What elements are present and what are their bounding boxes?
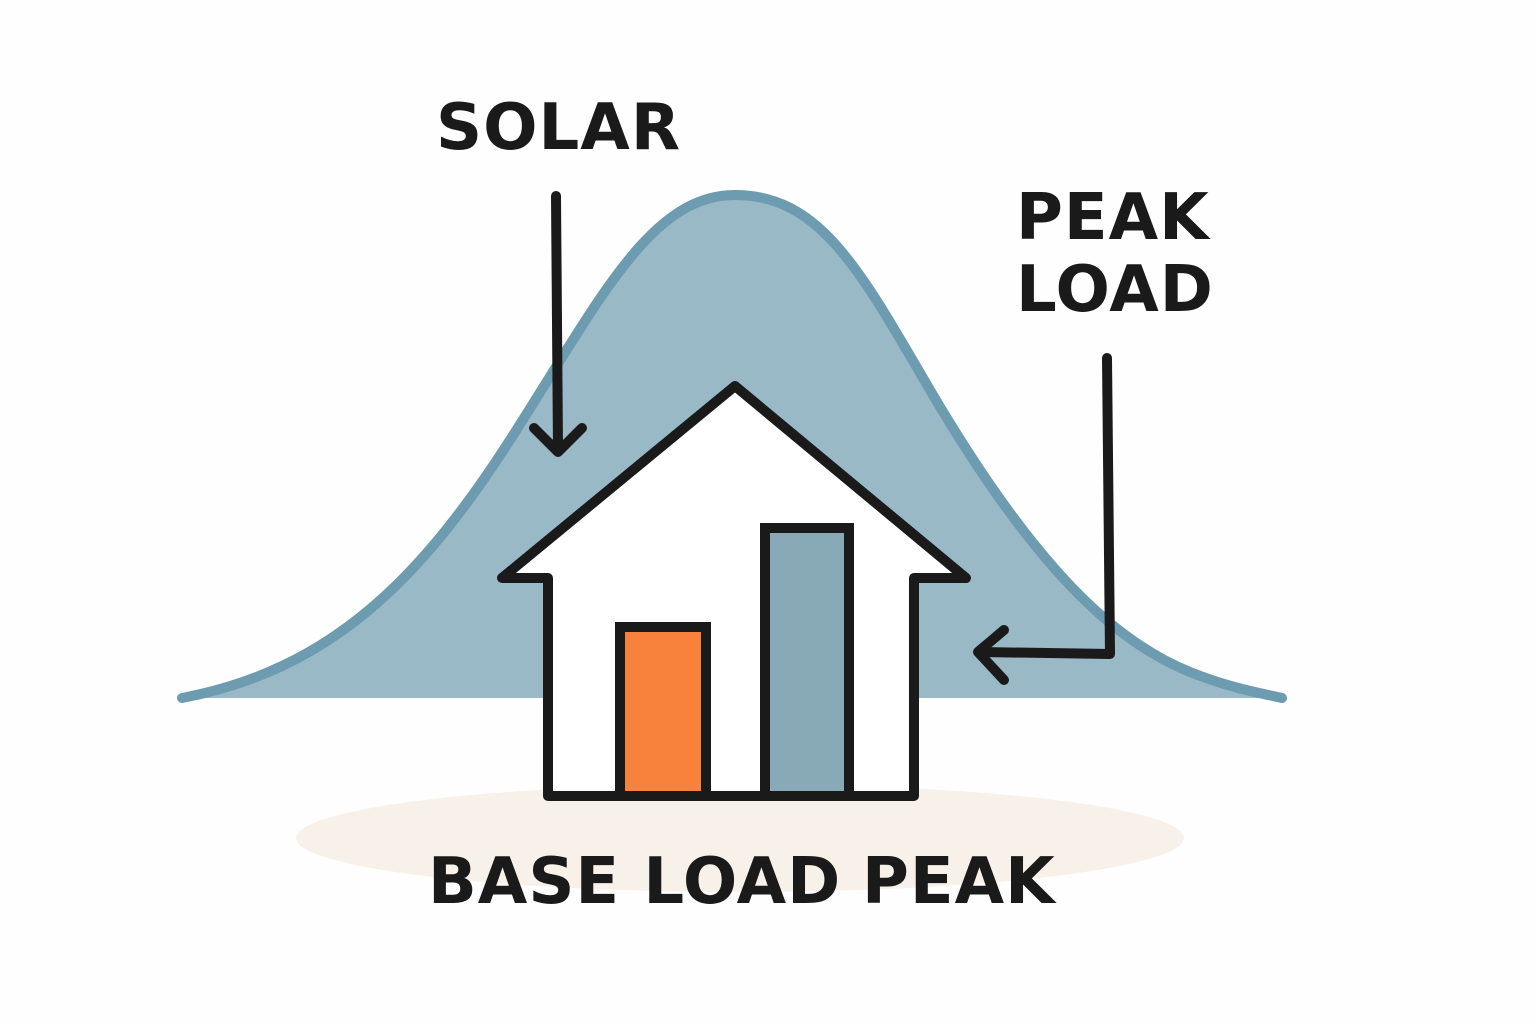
arrow-left-icon bbox=[973, 353, 1115, 685]
ground-shadow bbox=[296, 784, 1184, 892]
solar-curve-outline bbox=[177, 190, 1287, 703]
peak-load-label-line2: LOAD bbox=[1016, 253, 1214, 327]
peak-bar bbox=[760, 523, 854, 801]
base-load-label: BASE LOAD bbox=[428, 845, 842, 919]
house-outline-icon bbox=[497, 381, 971, 801]
solar-label: SOLAR bbox=[436, 91, 682, 165]
peak-load-label-line1: PEAK bbox=[1016, 181, 1210, 255]
base-load-bar bbox=[615, 622, 711, 801]
arrow-down-icon bbox=[529, 191, 587, 457]
peak-label: PEAK bbox=[862, 845, 1056, 919]
peak-load-label: PEAK LOAD bbox=[1016, 182, 1214, 326]
